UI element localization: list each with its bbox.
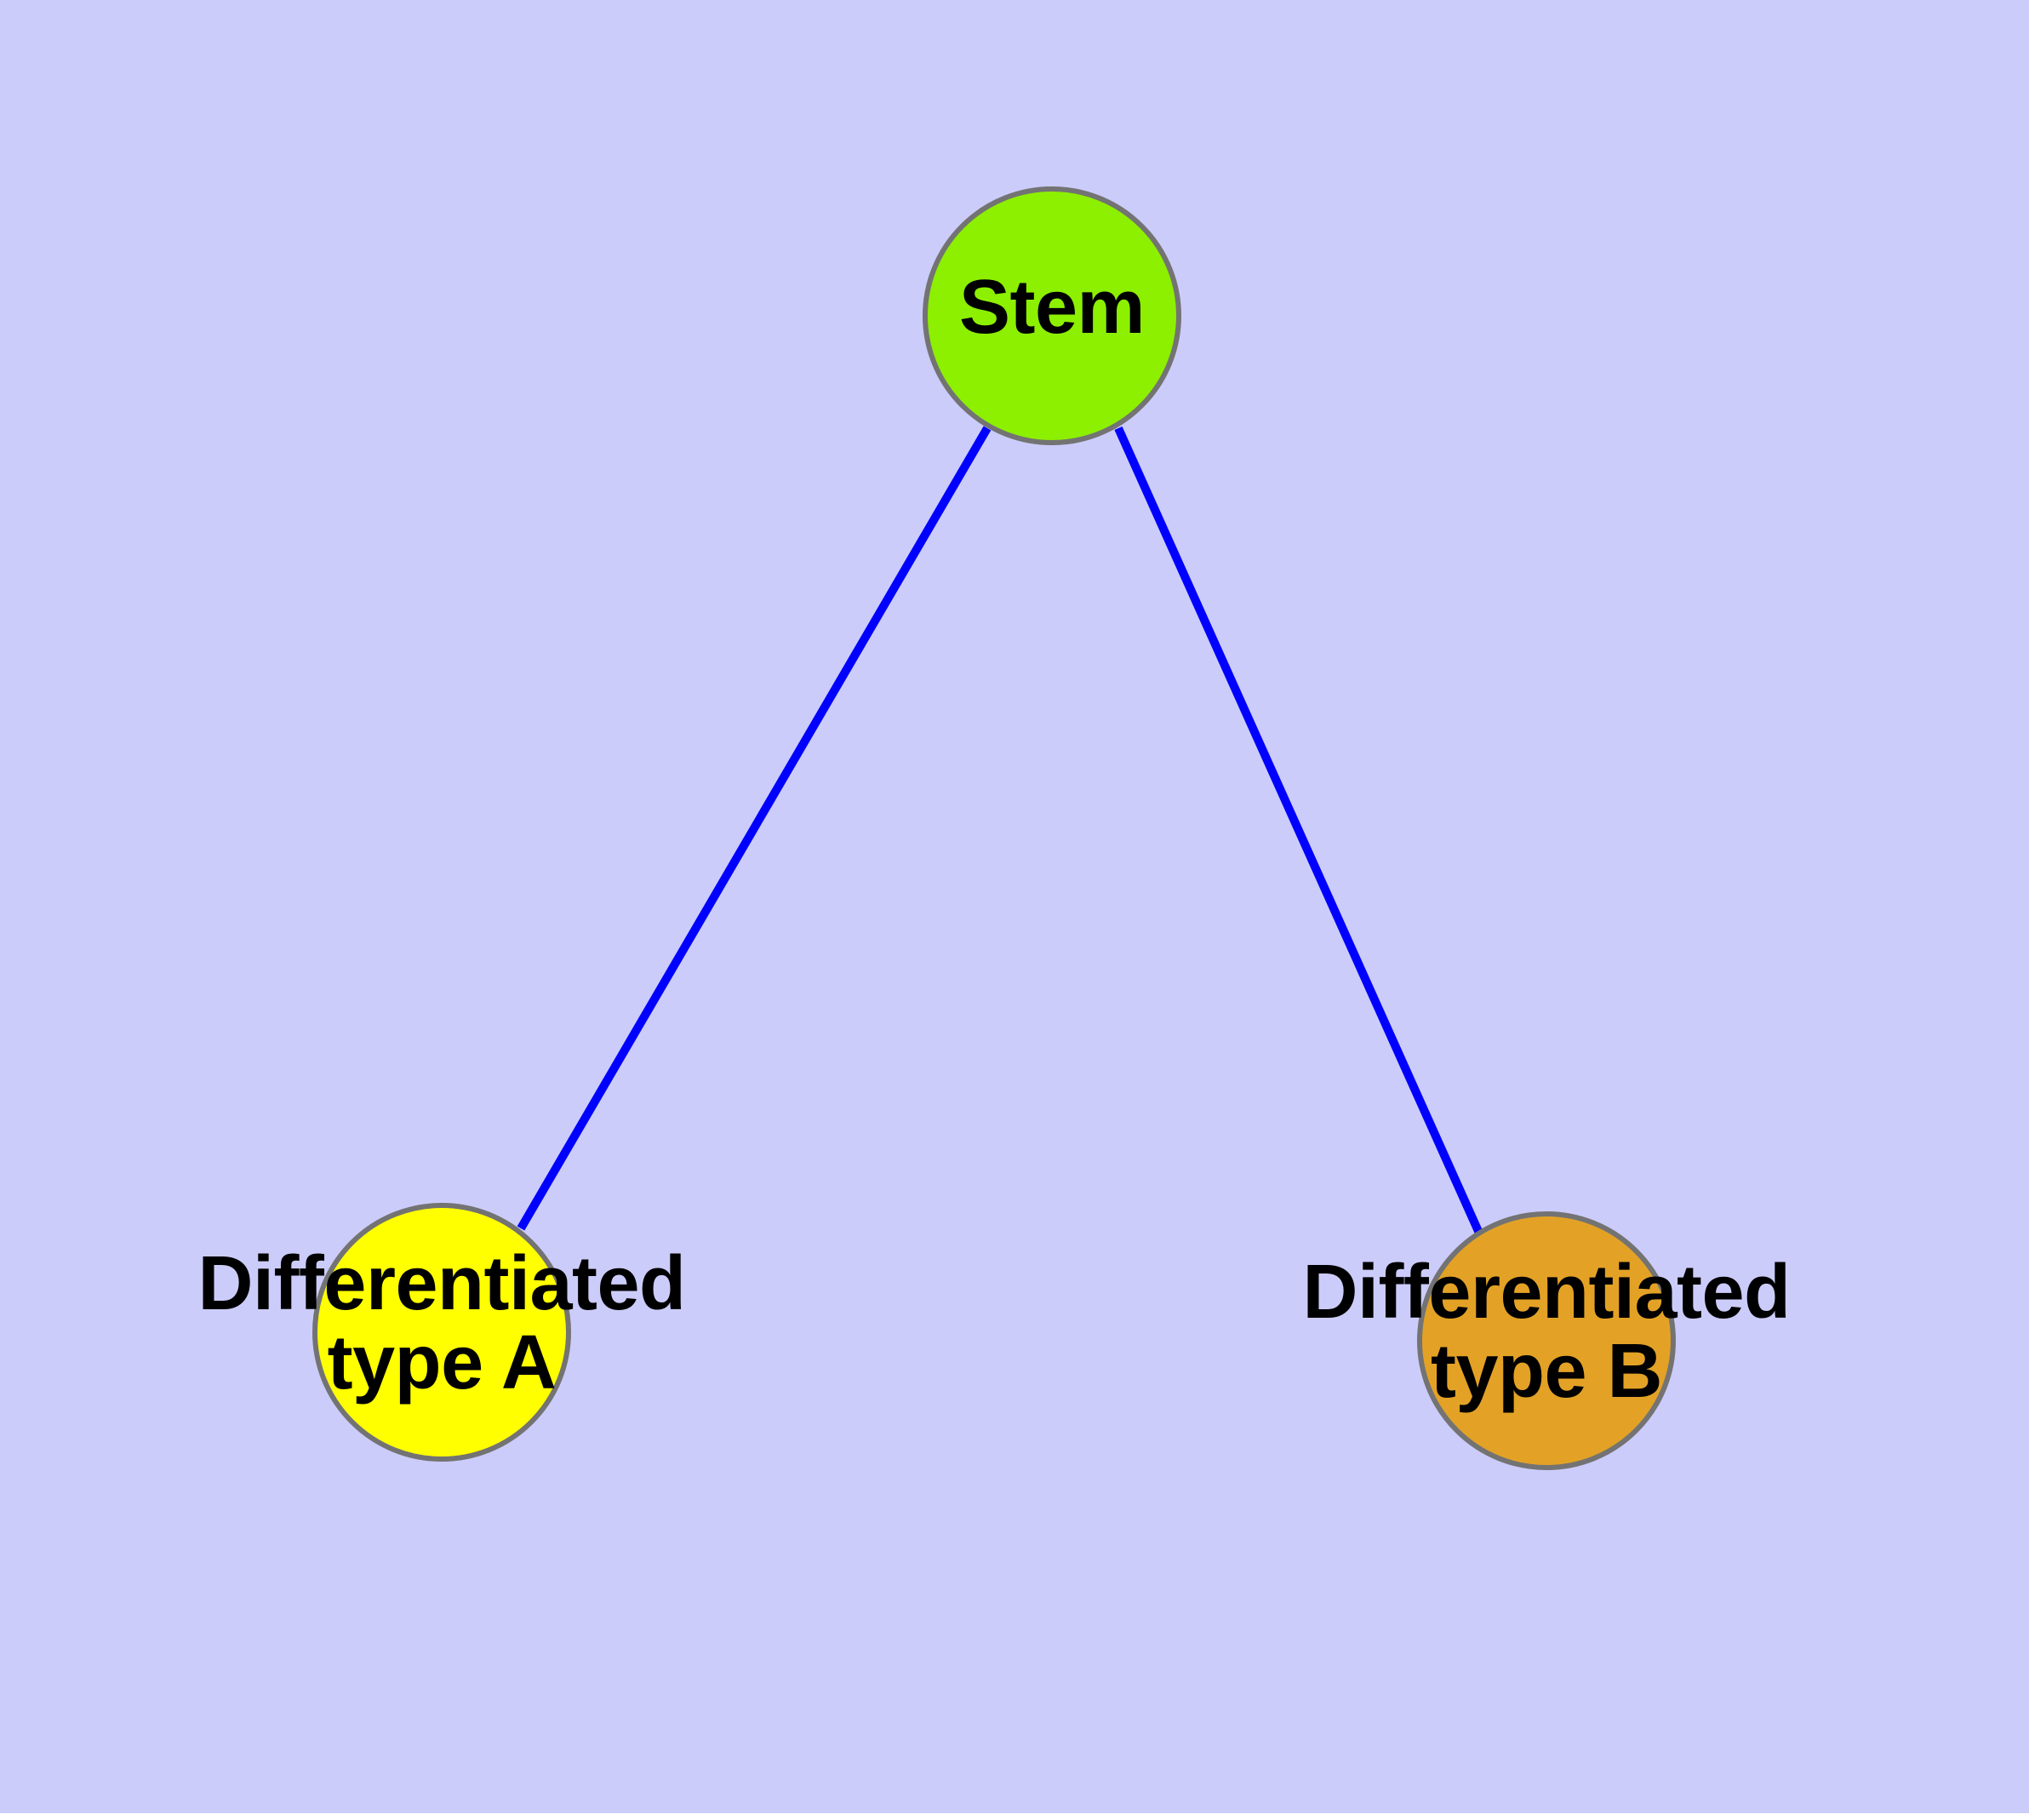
graph-node-diff-a[interactable] [312,1203,571,1462]
graph-node-diff-b[interactable] [1417,1211,1676,1470]
graph-edge-stem-to-diff-b[interactable] [1114,426,1485,1239]
graph-edge-stem-to-diff-a[interactable] [517,426,992,1231]
graph-node-stem[interactable] [923,186,1181,445]
